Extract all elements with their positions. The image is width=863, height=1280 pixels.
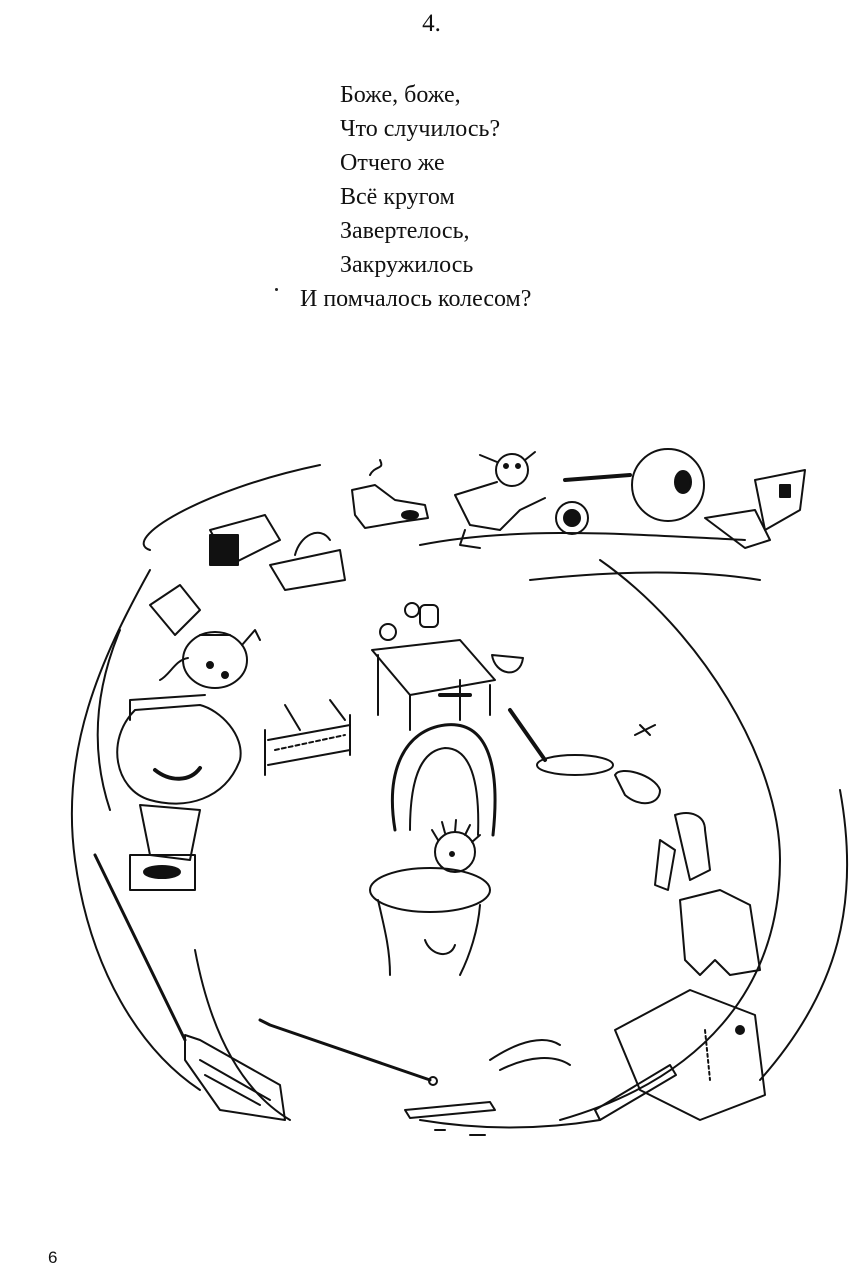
- whirling-objects-illustration: [0, 430, 863, 1150]
- bread-illustration: [615, 725, 660, 803]
- poem-line: Закружилось: [340, 252, 474, 278]
- feather-illustration: [490, 1040, 570, 1070]
- cups-illustration: [380, 603, 523, 672]
- poem-line: И помчалось колесом?: [300, 286, 532, 312]
- ball-illustration: [632, 449, 704, 521]
- shirt-illustration: [680, 890, 760, 975]
- bed-illustration: [265, 700, 350, 775]
- pen-illustration: [405, 1102, 495, 1135]
- poem-line: Что случилось?: [340, 116, 501, 142]
- chapter-number: 4.: [422, 10, 441, 37]
- table-illustration: [372, 640, 495, 730]
- poem-line: Отчего же: [340, 150, 445, 176]
- stray-ink-dot: [275, 288, 278, 291]
- knife-illustration: [510, 710, 613, 775]
- pillow-illustration: [615, 990, 765, 1120]
- poem-stanza: Боже, боже, Что случилось? Отчего же Всё…: [300, 78, 640, 316]
- chair-with-boy-illustration: [370, 725, 495, 975]
- poem-line: Завертелось,: [340, 218, 470, 244]
- walking-stick-illustration: [260, 1020, 437, 1085]
- page-number: 6: [48, 1248, 58, 1267]
- boot-illustration: [352, 460, 428, 528]
- teapot-illustration: [160, 630, 260, 688]
- doll-illustration: [455, 452, 545, 548]
- pencil-illustration: [595, 1065, 676, 1120]
- swirl-lines: [72, 465, 847, 1128]
- poem-line: Всё кругом: [340, 184, 455, 210]
- socks-illustration: [655, 813, 710, 890]
- samovar-illustration: [117, 695, 240, 890]
- pacifier-illustration: [556, 475, 630, 534]
- poem-line: Боже, боже,: [340, 82, 461, 108]
- broom-illustration: [95, 855, 285, 1120]
- book-illustration: [705, 470, 805, 548]
- iron-illustration: [150, 515, 345, 635]
